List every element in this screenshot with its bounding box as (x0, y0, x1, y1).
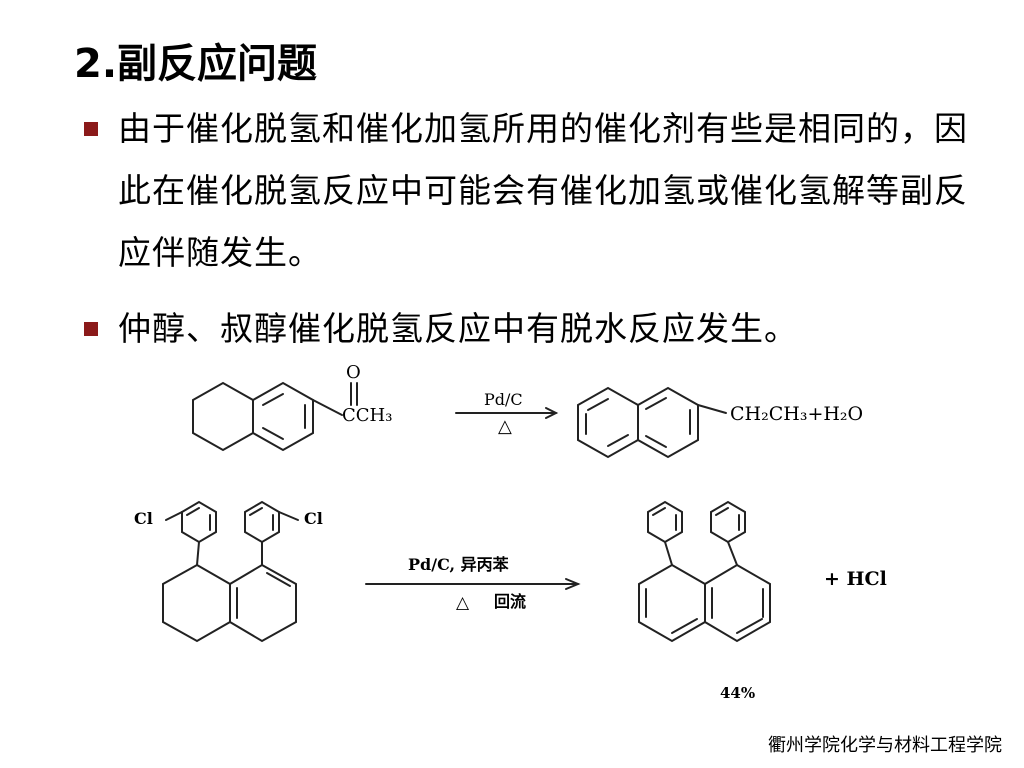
reaction-1-arrow (455, 407, 559, 419)
reactant-2-cl-left: Cl (134, 509, 153, 528)
reaction-2-condition-text: 回流 (494, 592, 526, 611)
reaction-1-reagent: Pd/C (484, 390, 523, 409)
product-1-label: CH₂CH₃+H₂O (730, 403, 863, 425)
carbonyl-oxygen: O (346, 362, 361, 383)
reaction-2-reagent: Pd/C, 异丙苯 (408, 555, 510, 574)
reaction-2-condition-symbol: △ (456, 593, 470, 613)
reaction-2-yield: 44% (720, 684, 755, 702)
bullet-marker-1 (84, 122, 98, 136)
reactant-2-cl-right: Cl (304, 509, 323, 528)
product-2-structure (638, 500, 771, 643)
reaction-1-condition: △ (498, 416, 512, 437)
page-title: 2.副反应问题 (74, 41, 318, 87)
product-1-structure (577, 386, 727, 459)
bullet-text-1: 由于催化脱氢和催化加氢所用的催化剂有些是相同的，因此在催化脱氢反应中可能会有催化… (118, 109, 968, 272)
bullet-text-2: 仲醇、叔醇催化脱氢反应中有脱水反应发生。 (118, 309, 798, 348)
reactant-2-structure (162, 500, 299, 643)
reactant-1-structure (192, 381, 358, 452)
footer-institution: 衢州学院化学与材料工程学院 (768, 735, 1002, 756)
reaction-2-arrow (365, 578, 581, 590)
reactant-1-label: CCH₃ (342, 405, 392, 426)
bullet-marker-2 (84, 322, 98, 336)
reaction-2-byproduct: + HCl (824, 568, 887, 590)
